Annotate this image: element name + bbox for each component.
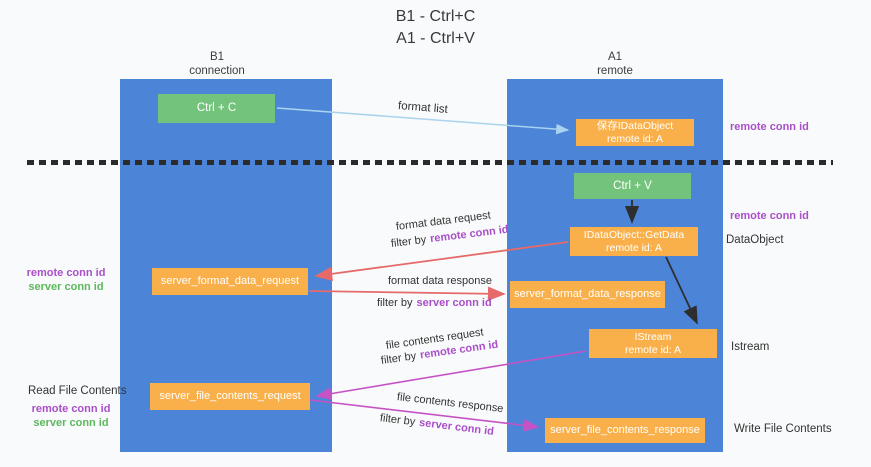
column-header-b1: B1 connection bbox=[127, 50, 307, 78]
save-idataobject-line1: 保存IDataObject bbox=[596, 119, 674, 132]
ctrl-c-label: Ctrl + C bbox=[196, 102, 237, 114]
server-file-contents-response-box: server_file_contents_response bbox=[545, 418, 705, 443]
title-line-2: A1 - Ctrl+V bbox=[396, 30, 475, 47]
remote-conn-id-side-label-mid: remote conn id bbox=[730, 210, 809, 222]
server-format-data-request-box: server_format_data_request bbox=[152, 268, 308, 295]
format-response-label: server_format_data_response bbox=[514, 288, 661, 300]
server-conn-id-text: server conn id bbox=[416, 297, 492, 309]
filter-by-text: filter by bbox=[390, 233, 427, 250]
filter-by-text: filter by bbox=[380, 350, 417, 367]
dataobject-side-label: DataObject bbox=[726, 234, 784, 246]
format-data-response-label: format data response bbox=[388, 275, 492, 287]
left-conn-id-stack-bottom: remote conn id server conn id bbox=[28, 402, 114, 430]
istream-line2: remote id: A bbox=[624, 343, 682, 356]
format-list-label: format list bbox=[397, 100, 449, 116]
server-conn-id-text: server conn id bbox=[28, 281, 104, 293]
title-line-1: B1 - Ctrl+C bbox=[395, 8, 476, 25]
ctrl-v-label: Ctrl + V bbox=[613, 179, 652, 192]
left-conn-id-stack-top: remote conn id server conn id bbox=[24, 266, 108, 294]
server-conn-id-text: server conn id bbox=[33, 417, 109, 429]
getdata-line2: remote id: A bbox=[605, 241, 663, 254]
ctrl-c-box: Ctrl + C bbox=[158, 94, 275, 123]
dashed-divider bbox=[27, 160, 833, 165]
istream-side-label: Istream bbox=[731, 341, 770, 353]
istream-line1: IStream bbox=[634, 330, 672, 343]
file-response-label: server_file_contents_response bbox=[550, 424, 700, 436]
server-file-contents-request-box: server_file_contents_request bbox=[150, 383, 310, 410]
server-conn-id-text: server conn id bbox=[418, 416, 495, 438]
column-a1-name: A1 bbox=[607, 51, 623, 63]
istream-box: IStream remote id: A bbox=[589, 329, 717, 358]
page-title: B1 - Ctrl+C A1 - Ctrl+V bbox=[0, 6, 871, 50]
save-idataobject-line2: remote id: A bbox=[606, 132, 664, 145]
getdata-line1: IDataObject::GetData bbox=[583, 228, 685, 241]
format-data-response-arrow bbox=[308, 286, 506, 301]
file-contents-response-label: file contents response bbox=[396, 391, 505, 416]
file-request-label: server_file_contents_request bbox=[159, 390, 301, 402]
remote-conn-id-text: remote conn id bbox=[31, 403, 111, 415]
ctrl-v-box: Ctrl + V bbox=[574, 173, 691, 199]
filter-by-text: filter by bbox=[377, 297, 413, 309]
column-a1-role: remote bbox=[597, 65, 633, 77]
column-header-a1: A1 remote bbox=[525, 50, 705, 78]
column-b1-name: B1 bbox=[209, 51, 225, 63]
remote-conn-id-text: remote conn id bbox=[26, 267, 106, 279]
remote-conn-id-side-label-top: remote conn id bbox=[730, 121, 809, 133]
idataobject-getdata-box: IDataObject::GetData remote id: A bbox=[570, 227, 698, 256]
format-request-label: server_format_data_request bbox=[160, 275, 300, 287]
column-b1-role: connection bbox=[189, 65, 245, 77]
server-format-data-response-box: server_format_data_response bbox=[510, 281, 665, 308]
write-file-contents-label: Write File Contents bbox=[734, 423, 832, 435]
read-file-contents-label: Read File Contents bbox=[28, 385, 127, 397]
filter-by-text: filter by bbox=[379, 412, 416, 429]
save-idataobject-box: 保存IDataObject remote id: A bbox=[576, 119, 694, 146]
